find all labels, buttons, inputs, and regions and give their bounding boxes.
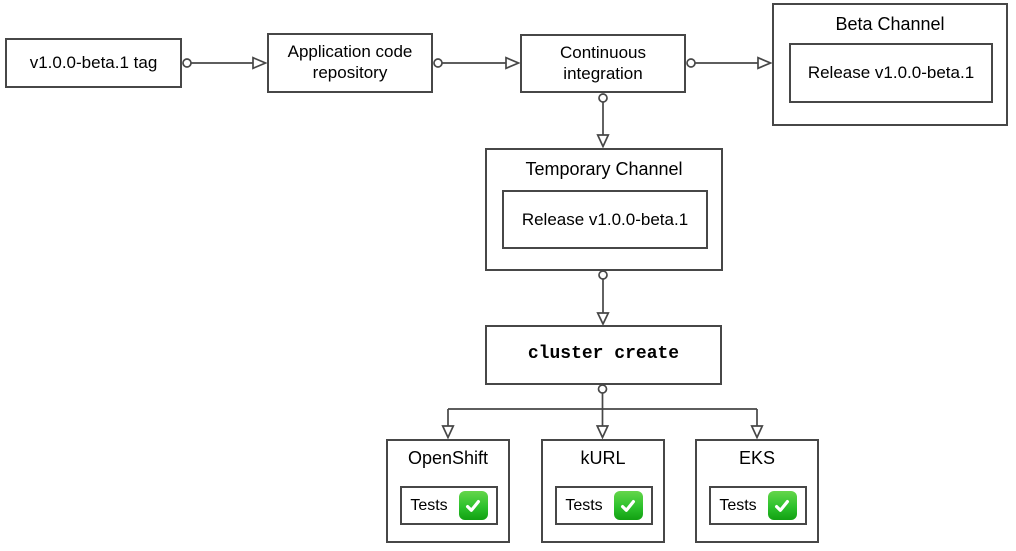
edge-repo-to-ci [433,56,521,70]
tests-label: Tests [410,496,448,514]
group-beta-channel-title: Beta Channel [835,14,945,34]
edge-ci-to-beta-channel [686,56,773,70]
node-cluster-create-label: cluster create [527,344,680,365]
tests-label: Tests [719,496,757,514]
tests-box-kurl: Tests [555,486,653,525]
tests-box-eks: Tests [709,486,807,525]
node-beta-release: Release v1.0.0-beta.1 [789,43,993,103]
tests-box-openshift: Tests [400,486,498,525]
group-temporary-channel: Temporary Channel Release v1.0.0-beta.1 [485,148,723,271]
group-cluster-eks-title: EKS [738,448,776,468]
check-mark-icon [613,491,643,520]
group-cluster-openshift-title: OpenShift [407,448,489,468]
edge-cluster-create-branch [441,384,764,440]
group-cluster-openshift: OpenShift Tests [386,439,510,543]
group-cluster-eks: EKS Tests [695,439,819,543]
group-cluster-kurl: kURL Tests [541,439,665,543]
node-version-tag: v1.0.0-beta.1 tag [5,38,182,88]
node-temporary-release-label: Release v1.0.0-beta.1 [521,209,689,229]
node-temporary-release: Release v1.0.0-beta.1 [502,190,708,249]
node-app-code-repository-label: Application code repository [287,42,413,82]
edge-tag-to-repo [182,56,268,70]
node-beta-release-label: Release v1.0.0-beta.1 [807,63,975,82]
edge-ci-to-temporary-channel [596,93,610,149]
group-beta-channel: Beta Channel Release v1.0.0-beta.1 [772,3,1008,126]
edge-temporary-channel-to-cluster-create [596,270,610,326]
node-continuous-integration-label: Continuous integration [559,42,646,83]
check-mark-icon [767,491,797,520]
tests-label: Tests [565,496,603,514]
node-version-tag-label: v1.0.0-beta.1 tag [29,52,158,72]
group-temporary-channel-title: Temporary Channel [525,159,683,179]
node-cluster-create: cluster create [485,325,722,385]
group-cluster-kurl-title: kURL [580,448,626,468]
node-continuous-integration: Continuous integration [520,34,686,93]
check-mark-icon [458,491,488,520]
node-app-code-repository: Application code repository [267,33,433,93]
